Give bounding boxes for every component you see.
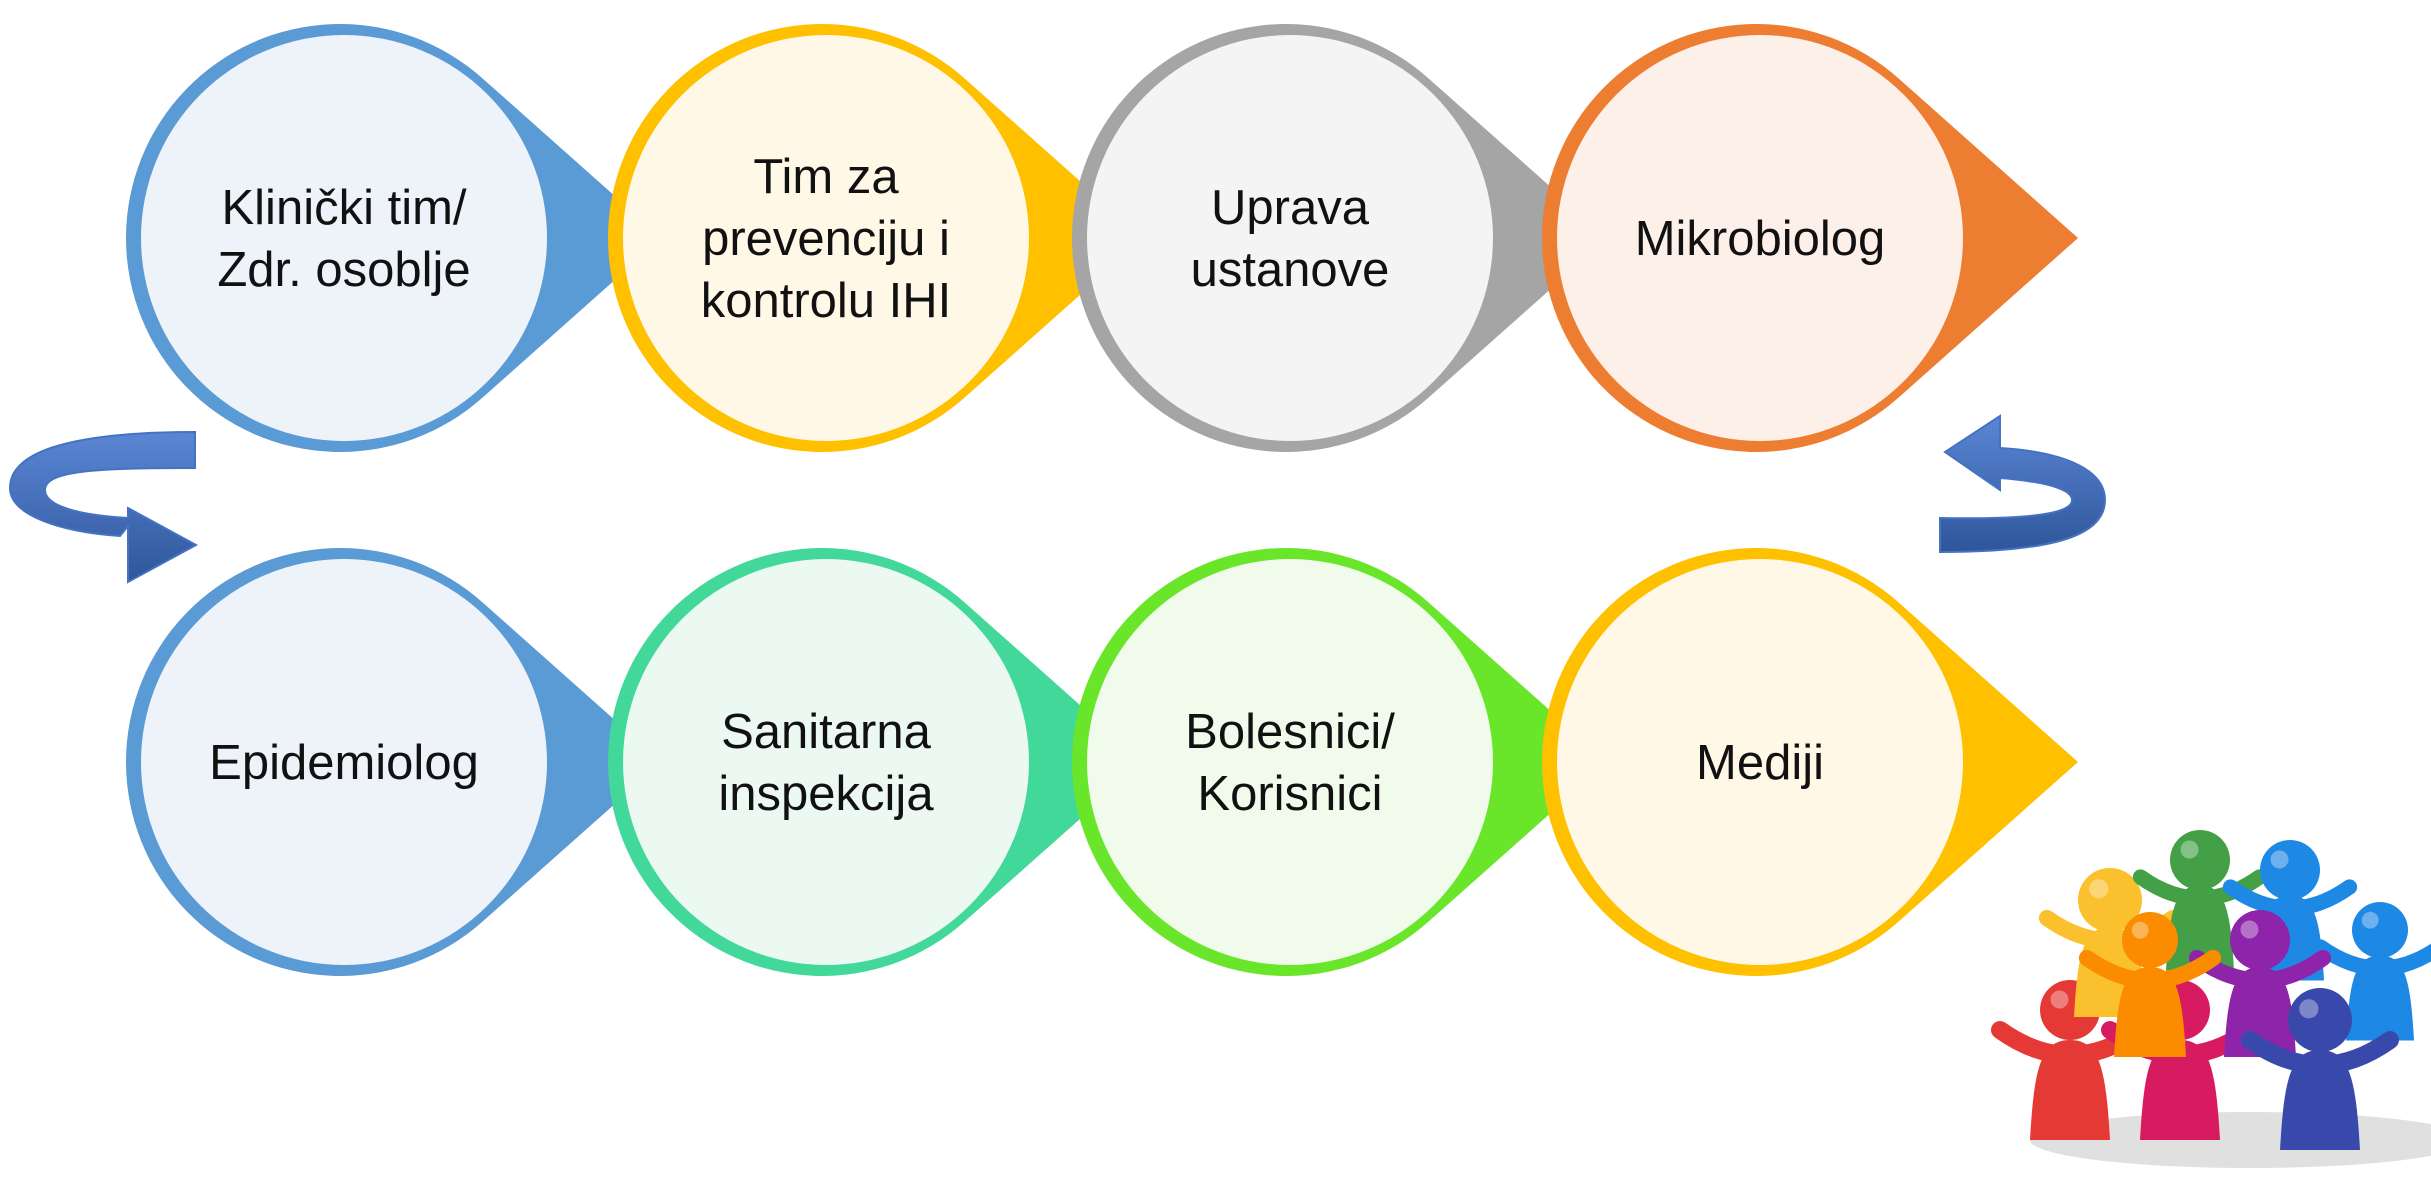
node-label-line: kontrolu IHI bbox=[701, 274, 952, 328]
flow-node: Uprava ustanove bbox=[1071, 23, 1608, 452]
person-figure bbox=[2132, 830, 2268, 971]
node-label: Tim za prevenciju i kontrolu IHI bbox=[701, 150, 952, 328]
node-label-line: Klinički tim/ bbox=[221, 181, 466, 235]
curved-arrow-right-icon bbox=[1939, 414, 2107, 554]
node-label: Mediji bbox=[1696, 736, 1824, 790]
node-label-line: Mediji bbox=[1696, 736, 1824, 790]
person-figure bbox=[2312, 902, 2431, 1041]
node-label: Bolesnici/Korisnici bbox=[1185, 705, 1395, 821]
curved-arrow-left-icon bbox=[8, 430, 199, 584]
flow-node: Mediji bbox=[1542, 548, 2078, 976]
node-label: Mikrobiolog bbox=[1635, 212, 1886, 266]
node-label-line: Tim za bbox=[753, 150, 899, 204]
node-label-line: Uprava bbox=[1211, 181, 1370, 235]
node-circle bbox=[1557, 35, 1963, 441]
node-circle bbox=[623, 35, 1029, 441]
node-circle bbox=[1557, 559, 1963, 965]
flow-node: Mikrobiolog bbox=[1542, 24, 2078, 453]
flow-node: Klinički tim/Zdr. osoblje bbox=[125, 23, 663, 452]
flow-node: Sanitarna inspekcija bbox=[608, 548, 1144, 976]
person-figure bbox=[2078, 912, 2222, 1057]
node-circle bbox=[141, 559, 547, 965]
node-label-line: Bolesnici/ bbox=[1185, 705, 1395, 759]
node-label: Klinički tim/Zdr. osoblje bbox=[217, 181, 470, 297]
bottom-row: Epidemiolog Sanitarna inspekcija Bolesnici/… bbox=[125, 548, 2078, 976]
node-label: Uprava ustanove bbox=[1191, 181, 1390, 297]
flow-node: Tim za prevenciju i kontrolu IHI bbox=[607, 23, 1144, 452]
node-label: Epidemiolog bbox=[209, 736, 479, 790]
top-row: Klinički tim/Zdr. osoblje Tim za prevencij… bbox=[125, 23, 2078, 453]
node-label-line: Epidemiolog bbox=[209, 736, 479, 790]
flow-node: Epidemiolog bbox=[125, 548, 662, 976]
node-label-line: Sanitarna bbox=[721, 705, 932, 759]
node-label-line: Korisnici bbox=[1197, 767, 1382, 821]
team-people-icon bbox=[1991, 830, 2431, 1168]
flow-node: Bolesnici/Korisnici bbox=[1072, 548, 1608, 976]
node-label: Sanitarna inspekcija bbox=[718, 705, 934, 821]
row-connectors bbox=[8, 414, 2107, 584]
node-circle bbox=[623, 559, 1029, 965]
node-label-line: Zdr. osoblje bbox=[217, 243, 470, 297]
node-label-line: prevenciju i bbox=[702, 212, 950, 266]
person-figure bbox=[2241, 988, 2399, 1150]
node-circle bbox=[1087, 35, 1493, 441]
node-label-line: inspekcija bbox=[718, 767, 934, 821]
node-circle bbox=[141, 35, 547, 441]
node-label-line: Mikrobiolog bbox=[1635, 212, 1886, 266]
node-label-line: ustanove bbox=[1191, 243, 1390, 297]
node-circle bbox=[1087, 559, 1493, 965]
